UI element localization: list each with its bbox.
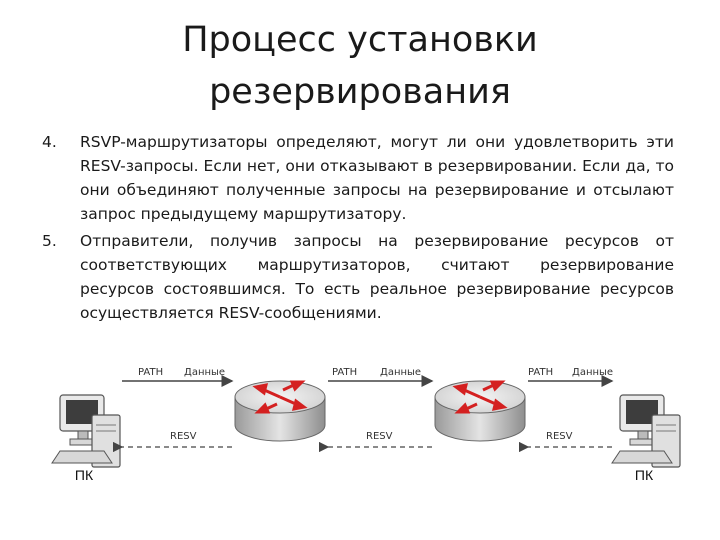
router-right-icon [434, 380, 526, 442]
data-label-1: Данные [184, 367, 225, 378]
list-item: 5. Отправители, получив запросы на резер… [42, 229, 674, 325]
path-label-1: PATH [138, 367, 163, 378]
item-text: Отправители, получив запросы на резервир… [80, 232, 674, 322]
resv-label-1: RESV [170, 431, 197, 442]
resv-label-2: RESV [366, 431, 393, 442]
router-left-icon [234, 380, 326, 442]
title-line-1: Процесс установки [182, 20, 538, 60]
data-label-2: Данные [380, 367, 421, 378]
steps-list: 4. RSVP-маршрутизаторы определяют, могут… [42, 130, 674, 328]
title-line-2: резервирования [209, 72, 511, 112]
path-label-3: PATH [528, 367, 553, 378]
item-text: RSVP-маршрутизаторы определяют, могут ли… [80, 133, 674, 223]
item-number: 5. [42, 232, 57, 250]
resv-label-3: RESV [546, 431, 573, 442]
list-item: 4. RSVP-маршрутизаторы определяют, могут… [42, 130, 674, 226]
pc-right-icon [611, 394, 681, 468]
pc-left-label: ПК [75, 467, 94, 483]
rsvp-diagram: ПК ПК PATH Данные [51, 367, 681, 483]
path-label-2: PATH [332, 367, 357, 378]
slide-title: Процесс установки резервирования [0, 14, 720, 118]
pc-right-label: ПК [635, 467, 654, 483]
pc-left-icon [51, 394, 121, 468]
item-number: 4. [42, 133, 57, 151]
data-label-3: Данные [572, 367, 613, 378]
